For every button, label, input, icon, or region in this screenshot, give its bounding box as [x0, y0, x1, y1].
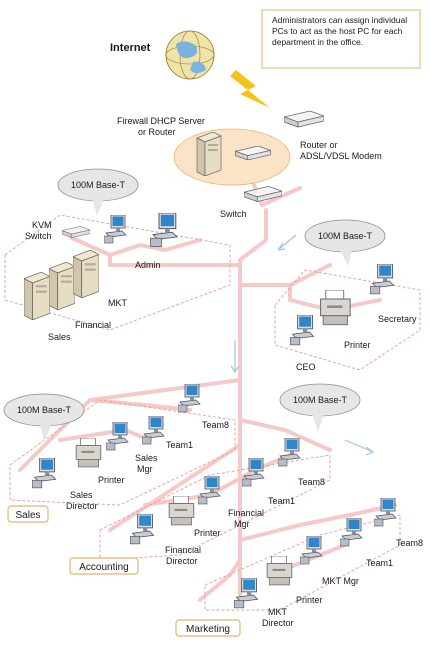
internet-group: Internet [110, 30, 270, 108]
modem-label-2: ADSL/VDSL Modem [300, 151, 382, 161]
mkt-mgr-label: MKT Mgr [322, 576, 359, 586]
ceo-label: CEO [296, 362, 316, 372]
mkt-team1-label: Team1 [366, 558, 393, 568]
marketing-department: Team8 Team1 MKT Mgr Printer MKT Director… [175, 498, 423, 637]
sales-server-label: Sales [48, 332, 71, 342]
switch-device: Switch [220, 186, 282, 219]
bubble-sales: 100M Base-T [3, 393, 85, 442]
ceo-area: Secretary Printer CEO [290, 264, 417, 372]
internet-label: Internet [110, 42, 151, 54]
bubble-admin: 100M Base-T [57, 168, 139, 216]
marketing-tag-box [175, 619, 241, 637]
kvm-label-2: Switch [25, 231, 52, 241]
financial-server-label: Financial [75, 320, 111, 330]
mkt-team8-label: Team8 [396, 538, 423, 548]
sales-printer-label: Printer [98, 475, 125, 485]
kvm-label-1: KVM [32, 220, 52, 230]
sales-department: Team8 Team1 Sales Mgr Printer Sales Dire… [7, 384, 229, 523]
modem-label-1: Router or [300, 140, 338, 150]
switch-label: Switch [220, 209, 247, 219]
admin-label: Admin [135, 260, 161, 270]
sales-mgr-label-1: Sales [135, 453, 158, 463]
acct-mgr-label-1: Financial [228, 508, 264, 518]
admin-area: KVM Switch Admin MKT Financial Sales [24, 213, 178, 342]
sales-tag: Sales [15, 510, 40, 521]
acct-team1-label: Team1 [268, 496, 295, 506]
network-cabling [18, 168, 397, 602]
bubble-right-label: 100M Base-T [318, 231, 373, 241]
bubble-sales-label: 100M Base-T [17, 405, 72, 415]
firewall-hub: Firewall DHCP Server or Router [117, 116, 291, 186]
acct-director-label-1: Financial [165, 545, 201, 555]
sales-tag-box [7, 505, 49, 523]
mkt-printer-label: Printer [296, 595, 323, 605]
acct-director-label-2: Director [166, 556, 198, 566]
sales-team8-label: Team8 [202, 420, 229, 430]
lightning-bolt-icon [230, 70, 270, 108]
accounting-tag-box [69, 557, 139, 575]
sales-director-label-1: Sales [70, 490, 93, 500]
acct-printer-label: Printer [194, 528, 221, 538]
secretary-label: Secretary [378, 314, 417, 324]
modem-device: Router or ADSL/VDSL Modem [284, 110, 382, 161]
sales-team1-label: Team1 [166, 440, 193, 450]
accounting-department: Team8 Team1 Financial Mgr Printer Financ… [69, 438, 325, 575]
admin-note: Administrators can assign individual PCs… [261, 9, 421, 69]
flow-arrows [230, 234, 375, 456]
bubble-right: 100M Base-T [304, 219, 386, 266]
note-line-1: Administrators can assign individual [272, 15, 407, 25]
firewall-label-2: or Router [138, 127, 176, 137]
mkt-director-label-2: Director [262, 618, 294, 628]
ceo-printer-label: Printer [344, 340, 371, 350]
sales-director-label-2: Director [66, 501, 98, 511]
mkt-server-label: MKT [108, 298, 128, 308]
accounting-tag: Accounting [79, 562, 128, 573]
acct-team8-label: Team8 [298, 477, 325, 487]
bubble-center-label: 100M Base-T [293, 395, 348, 405]
bubble-center: 100M Base-T [279, 383, 361, 432]
marketing-tag: Marketing [186, 624, 230, 635]
globe-icon [165, 30, 215, 80]
mkt-director-label-1: MKT [268, 607, 288, 617]
sales-mgr-label-2: Mgr [137, 464, 153, 474]
bubble-admin-label: 100M Base-T [71, 180, 126, 190]
firewall-label-1: Firewall DHCP Server [117, 116, 205, 126]
note-line-3: department in the office. [272, 37, 363, 47]
acct-mgr-label-2: Mgr [234, 519, 250, 529]
note-line-2: PCs to act as the host PC for each [272, 26, 403, 36]
